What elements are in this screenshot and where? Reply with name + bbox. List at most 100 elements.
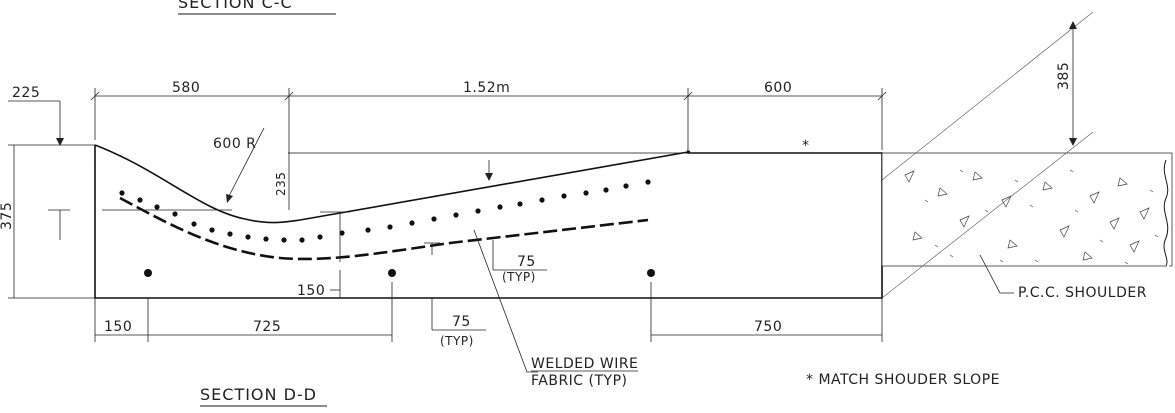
dim-235-label: 235 (274, 172, 288, 196)
aggregate-mark (1129, 240, 1140, 253)
rebar-dot (339, 230, 345, 236)
aggregate-speck (1154, 234, 1159, 238)
slope-line-lower (881, 131, 1094, 299)
rebar-dot (119, 190, 125, 196)
dim-150v-label: 150 (297, 283, 325, 299)
pcc-label: P.C.C. SHOULDER (1018, 285, 1147, 301)
aggregate-mark (1139, 207, 1150, 220)
rebar-dot (281, 237, 287, 243)
wwf-label-1: WELDED WIRE (531, 356, 638, 372)
rebar-dot (137, 197, 143, 203)
rebar-dot (539, 197, 545, 203)
dim-600-label: 600 (764, 80, 792, 96)
dim-75a-label: 75 (517, 254, 536, 270)
dim-152-label: 1.52m (463, 80, 510, 96)
rebar-dot (263, 236, 269, 242)
rebar-dot (409, 220, 415, 226)
title-section-d-d: SECTION D-D (200, 385, 317, 404)
title-section-c-c: SECTION C-C (178, 0, 293, 12)
dim-small-arrow (485, 173, 493, 181)
rebar-dot (645, 179, 651, 185)
dim-580-label: 580 (172, 80, 200, 96)
rebar-large-right (647, 269, 655, 277)
aggregate-speck (1034, 259, 1039, 263)
aggregate-speck (1029, 204, 1034, 208)
rebar-dot (387, 224, 393, 230)
aggregate-speck (959, 169, 964, 173)
aggregate-mark (937, 187, 948, 197)
rebar-dot (365, 227, 371, 233)
aggregate-speck (984, 209, 989, 213)
rebar-large-middle (388, 269, 396, 277)
aggregate-speck (1074, 209, 1079, 213)
dim-225-arrow (56, 138, 64, 146)
aggregate-speck (1149, 189, 1154, 193)
welded-wire-fabric-line (119, 196, 649, 261)
pcc-shoulder (881, 152, 1173, 267)
rebar-dot (517, 201, 523, 207)
aggregate-mark (959, 215, 970, 228)
rebar-large-left (144, 269, 152, 277)
rebar-dot (603, 187, 609, 193)
aggregate-speck (1069, 169, 1074, 173)
slope-line-upper (881, 11, 1094, 181)
rebar-dot (583, 190, 589, 196)
dim-225-label: 225 (12, 85, 40, 101)
aggregate-speck (1124, 261, 1129, 265)
rebar-dot (154, 204, 160, 210)
dim-150-label: 150 (104, 319, 132, 335)
rebar-dot (497, 204, 503, 210)
aggregate-mark (1117, 177, 1128, 187)
aggregate-speck (949, 254, 954, 258)
dim-750-label: 750 (754, 319, 782, 335)
aggregate-mark (1082, 251, 1093, 261)
aggregate-mark (1059, 225, 1070, 238)
tick-4 (877, 91, 887, 101)
aggregate-mark (1042, 181, 1053, 191)
dim-75b-typ: (TYP) (440, 334, 474, 348)
break-line-stroke (1163, 159, 1169, 267)
aggregate-mark (972, 171, 983, 181)
pcc-leader (979, 254, 1014, 294)
dim-600r-leader (227, 127, 265, 199)
rebar-dot (209, 227, 215, 233)
rebar-dot (245, 234, 251, 240)
aggregate-mark (1007, 239, 1018, 249)
aggregate-mark (1109, 217, 1120, 230)
aggregate-mark (1089, 191, 1100, 204)
rebar-dot (475, 208, 481, 214)
rebar-dot (561, 193, 567, 199)
rebar-dot (299, 237, 305, 243)
dim-600r-label: 600 R (213, 136, 256, 152)
dim-725-label: 725 (253, 319, 281, 335)
tick-1 (90, 91, 100, 101)
rebar-dot (453, 212, 459, 218)
dim-600r-arrow (226, 194, 233, 203)
match-note: * MATCH SHOUDER SLOPE (806, 372, 1000, 388)
aggregate-speck (999, 259, 1004, 263)
aggregate-speck (1099, 239, 1104, 243)
rebar-dot (191, 221, 197, 227)
dim-385-arrow-top (1069, 21, 1077, 29)
aggregate-mark (1001, 195, 1012, 208)
aggregate-speck (934, 244, 939, 248)
rebar-dot (227, 231, 233, 237)
aggregate-mark (912, 231, 923, 241)
wwf-label-2: FABRIC (TYP) (531, 373, 628, 389)
rebar-dot (317, 234, 323, 240)
dim-385-arrow-bot (1069, 138, 1077, 146)
dim-375-label: 375 (0, 202, 15, 230)
dim-385-label: 385 (1056, 62, 1072, 90)
rebar-dot (623, 183, 629, 189)
dim-75a-typ: (TYP) (502, 270, 536, 284)
aggregate-speck (1014, 179, 1019, 183)
dim-75b-label: 75 (452, 314, 471, 330)
wwf-leader (473, 229, 538, 373)
aggregate-speck (924, 199, 929, 203)
tick-3 (683, 91, 693, 101)
rebar-dots-row (119, 179, 651, 243)
rebar-dot (431, 216, 437, 222)
rebar-dot (172, 211, 178, 217)
match-star: * (802, 138, 810, 154)
